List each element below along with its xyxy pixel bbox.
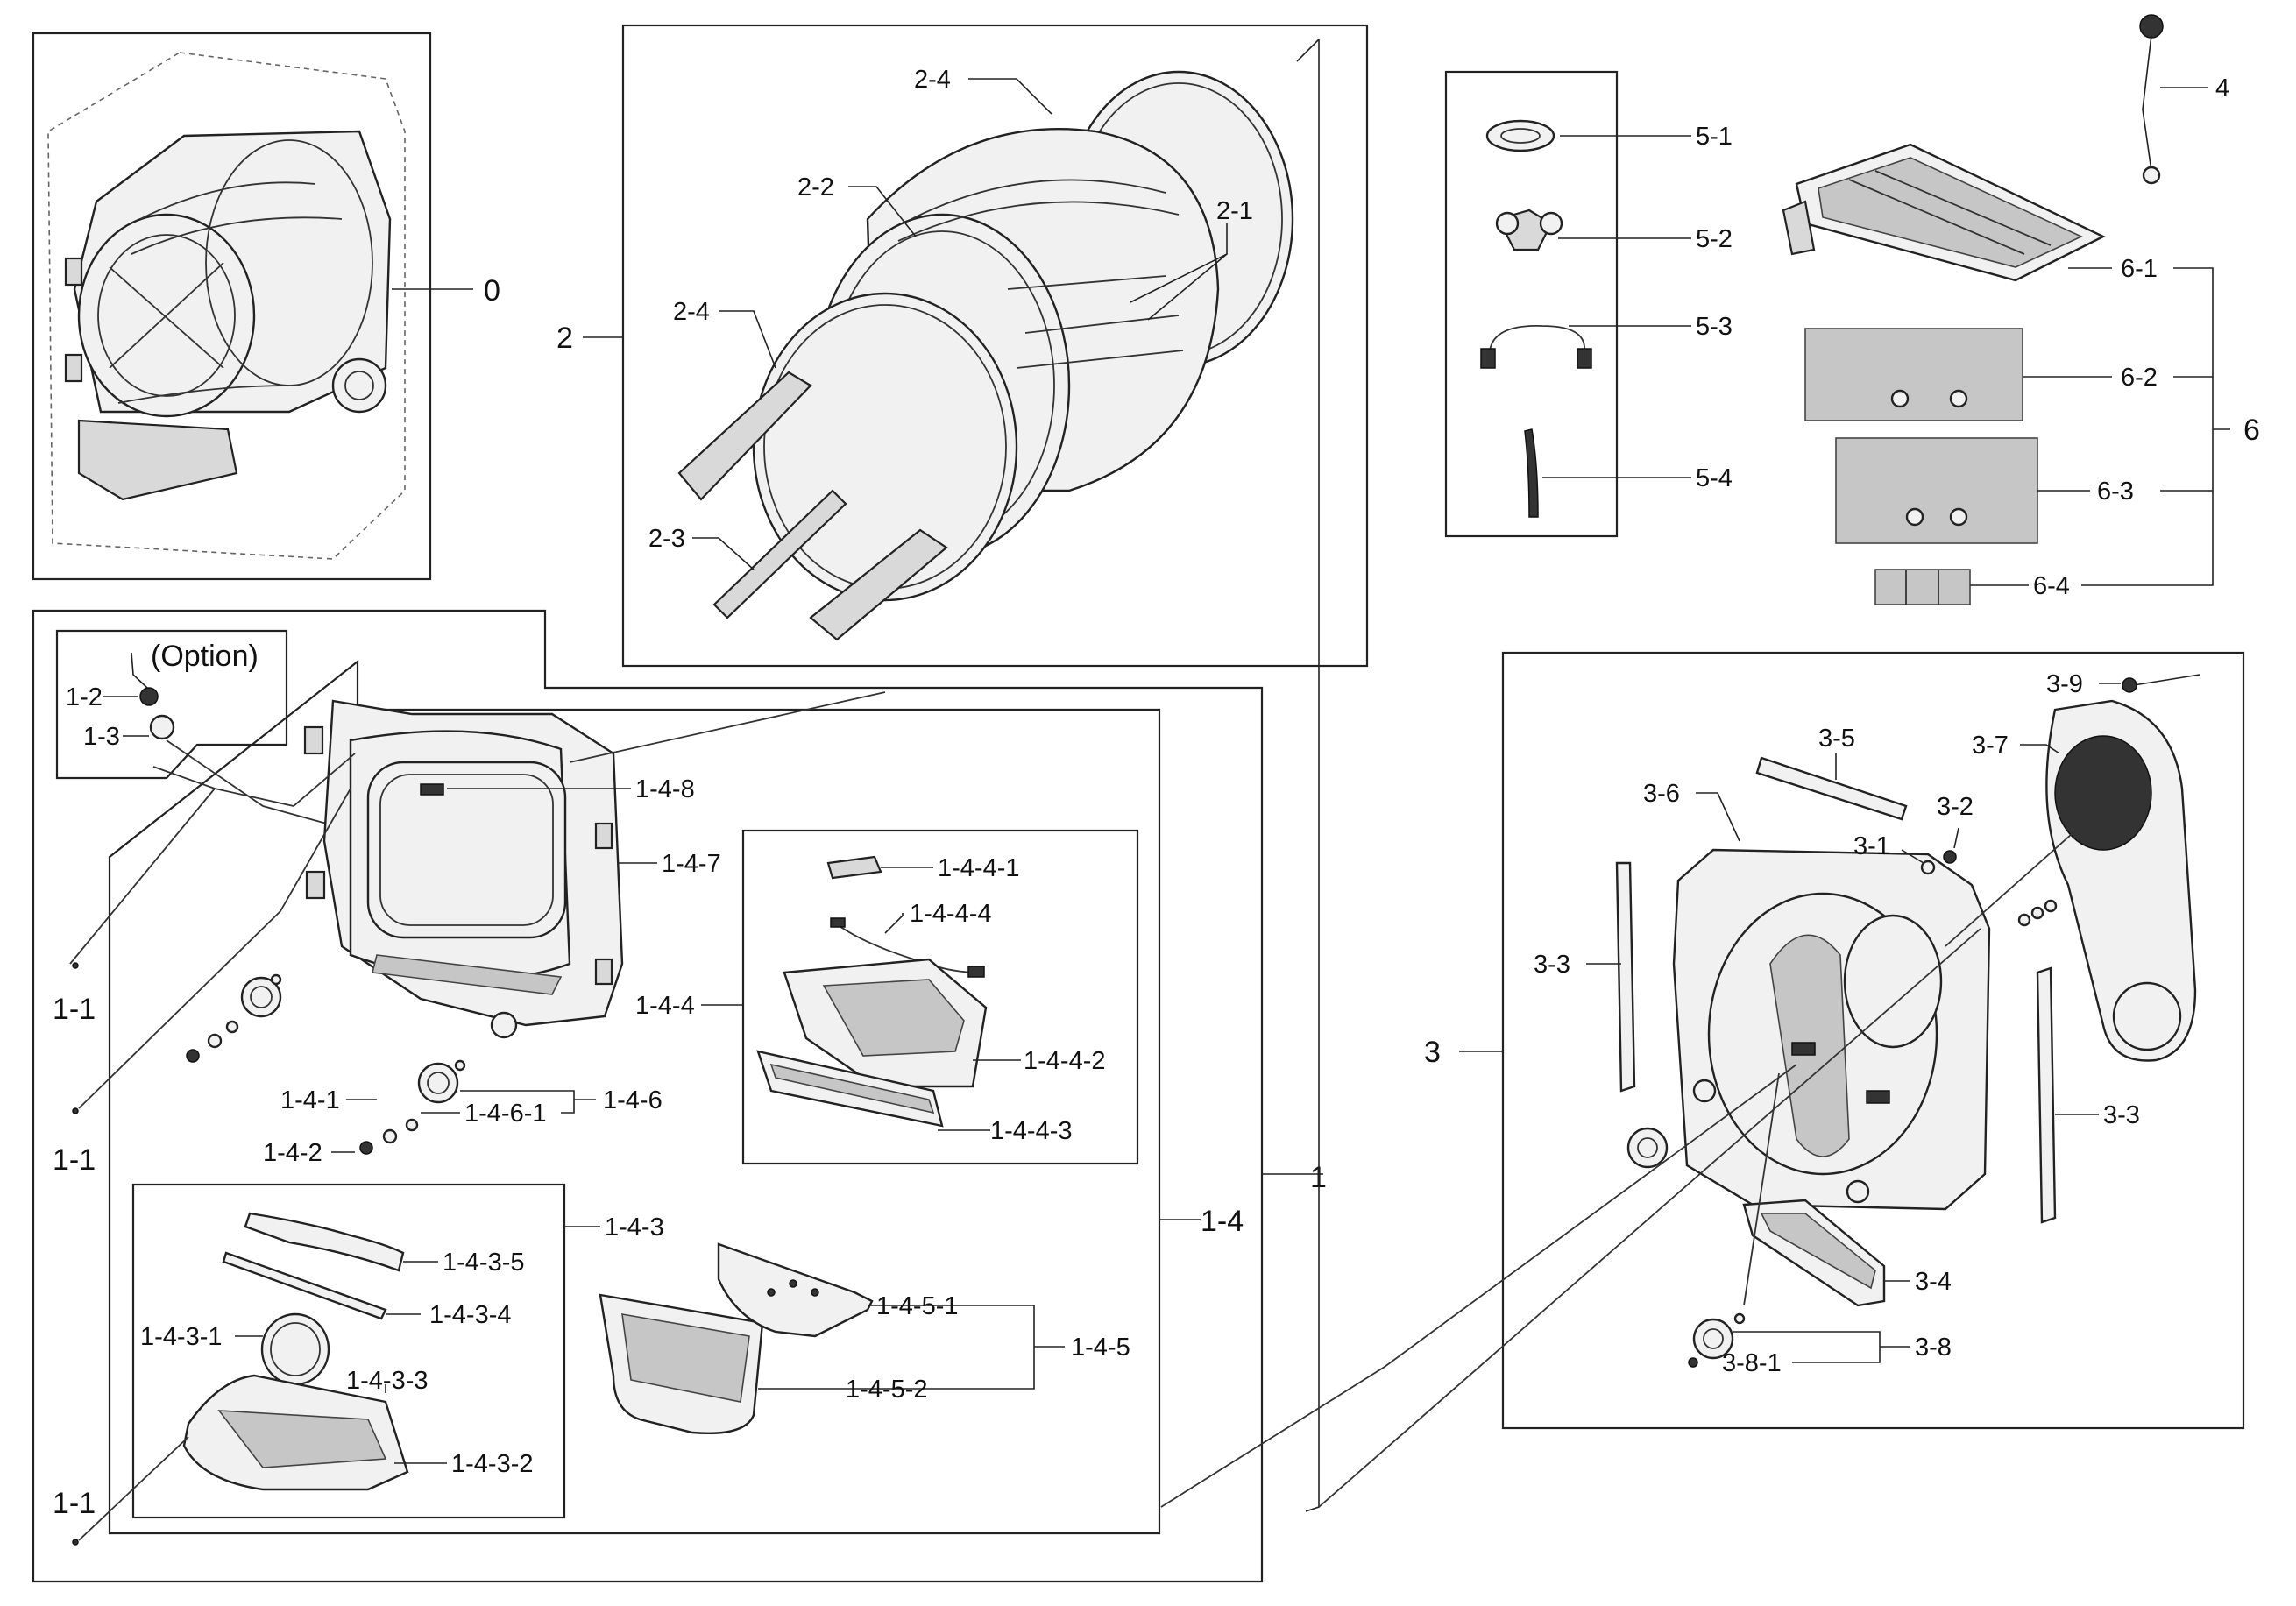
callout-1-4-3: 1-4-3 <box>605 1213 664 1242</box>
strip-3-3-right <box>2036 966 2057 1224</box>
drum-lifters <box>677 371 948 641</box>
callout-3-3-right: 3-3 <box>2103 1101 2140 1129</box>
panel-6-3 <box>1835 437 2038 544</box>
callout-3-9: 3-9 <box>2046 670 2083 698</box>
callout-5-3: 5-3 <box>1696 313 1733 341</box>
callout-1-4-6-1: 1-4-6-1 <box>464 1100 547 1128</box>
callout-1-4-5: 1-4-5 <box>1071 1334 1130 1362</box>
callout-1-4-3-4: 1-4-3-4 <box>429 1301 512 1329</box>
callout-3-7: 3-7 <box>1972 732 2009 760</box>
option-label: (Option) <box>151 640 259 673</box>
roller-1-4-6 <box>417 1062 459 1104</box>
callout-3-6: 3-6 <box>1643 780 1680 808</box>
callout-2-1: 2-1 <box>1216 197 1253 225</box>
filter-screen-1-4-5-1 <box>717 1242 874 1338</box>
callout-1-4-3-1: 1-4-3-1 <box>140 1323 223 1351</box>
assembly-box-5: 5-1 5-2 5-3 5-4 <box>1444 70 1733 538</box>
callout-1-4-6: 1-4-6 <box>603 1086 663 1114</box>
callout-1-4-5-1: 1-4-5-1 <box>876 1292 959 1320</box>
front-panel-assembly <box>186 699 624 1155</box>
screw-3-1 <box>1920 860 1936 875</box>
callout-3-8-1: 3-8-1 <box>1722 1349 1782 1377</box>
callout-1-4-1: 1-4-1 <box>280 1086 340 1114</box>
callout-1-4-4: 1-4-4 <box>635 992 695 1020</box>
drum-assembly-0 <box>64 130 392 501</box>
callout-6-4: 6-4 <box>2033 572 2070 600</box>
callout-3-3-left: 3-3 <box>1534 951 1570 979</box>
panel-6-2 <box>1804 328 2023 421</box>
callout-1-1-lower: 1-1 <box>53 1487 96 1520</box>
callout-1-4-2: 1-4-2 <box>263 1139 322 1167</box>
assembly-box-2: 2 2-4 2-2 2-1 2- <box>556 24 1369 668</box>
callout-3: 3 <box>1424 1036 1441 1069</box>
callout-3-4: 3-4 <box>1915 1268 1952 1296</box>
option-box: (Option) 1-2 1-3 <box>55 629 518 877</box>
hose-5-4 <box>1524 428 1539 518</box>
callout-3-1: 3-1 <box>1853 832 1890 860</box>
callout-1-4-4-2: 1-4-4-2 <box>1024 1047 1106 1075</box>
callout-1-4-4-1: 1-4-4-1 <box>938 854 1020 882</box>
callout-1-4-5-2: 1-4-5-2 <box>846 1376 928 1404</box>
callout-6-2: 6-2 <box>2121 364 2158 392</box>
callout-1-4-4-4: 1-4-4-4 <box>910 900 992 928</box>
callout-1-1-upper: 1-1 <box>53 993 96 1026</box>
assembly-box-0: 0 <box>32 32 500 581</box>
callout-2-4-left: 2-4 <box>673 298 710 326</box>
callout-3-8: 3-8 <box>1915 1334 1952 1362</box>
assembly-box-1: 1 1-4 <box>32 39 1327 1583</box>
assembly-box-3: 3 3-5 3-6 3-1 3-2 3-3 3-3 <box>1424 651 2245 1430</box>
lint-filter-assembly: 1-4-5-1 1-4-5-2 1-4-5 <box>599 1242 1130 1434</box>
callout-3-2: 3-2 <box>1937 793 1974 821</box>
callout-6-3: 6-3 <box>2097 478 2134 506</box>
callout-5-2: 5-2 <box>1696 225 1733 253</box>
callout-1-4-3-5: 1-4-3-5 <box>443 1249 525 1277</box>
callout-2-2: 2-2 <box>797 173 834 202</box>
strip-3-3-left <box>1615 861 1636 1093</box>
option-grommet <box>149 714 175 740</box>
callout-2-3: 2-3 <box>648 525 685 553</box>
bracket-3-5 <box>1755 756 1908 821</box>
callout-3-5: 3-5 <box>1818 725 1855 753</box>
callout-1-4-3-3: 1-4-3-3 <box>346 1367 429 1395</box>
assembly-box-1-4-4: 1-4-4 1-4-4-1 1-4-4-4 1-4-4-2 1-4-4-3 <box>635 829 1139 1165</box>
callout-5-1: 5-1 <box>1696 123 1733 151</box>
option-sensor-wire <box>139 687 159 706</box>
callout-1-4-7: 1-4-7 <box>662 850 721 878</box>
callout-1-4-4-3: 1-4-4-3 <box>990 1117 1073 1145</box>
roller-left <box>240 976 282 1018</box>
drying-rack-6: 6-1 6-2 6-3 6-4 6 <box>1782 143 2260 605</box>
ring-1-4-3-1 <box>260 1312 330 1386</box>
callout-0: 0 <box>484 274 500 308</box>
wire-1-4-4-1 <box>826 855 882 880</box>
callout-1-1-middle: 1-1 <box>53 1143 96 1177</box>
callout-6: 6 <box>2243 414 2260 447</box>
callout-5-4: 5-4 <box>1696 464 1733 492</box>
block-6-4 <box>1874 569 1971 605</box>
callout-4: 4 <box>2215 74 2229 103</box>
washer-5-1 <box>1485 119 1555 152</box>
callout-2: 2 <box>556 322 573 355</box>
callout-2-4-top: 2-4 <box>914 66 951 94</box>
door-switch-1-4-8 <box>420 783 444 796</box>
screw-3-2 <box>1943 850 1957 864</box>
callout-6-1: 6-1 <box>2121 255 2158 283</box>
callout-1-4-3-2: 1-4-3-2 <box>451 1450 534 1478</box>
sensor-4: 4 <box>2139 14 2229 185</box>
assembly-box-1-4-3: 1-4-3 1-4-3-5 1-4-3-4 1-4-3-1 1-4-3-3 1-… <box>78 1183 664 1541</box>
gasket-1-4-3-4 <box>222 1251 387 1320</box>
seal-1-4-3-5 <box>244 1212 405 1272</box>
callout-1-2: 1-2 <box>66 683 103 711</box>
roller-3-8 <box>1692 1318 1734 1360</box>
callout-1-3: 1-3 <box>83 723 120 751</box>
callout-1-4-8: 1-4-8 <box>635 775 695 803</box>
callout-1-4: 1-4 <box>1201 1205 1244 1238</box>
